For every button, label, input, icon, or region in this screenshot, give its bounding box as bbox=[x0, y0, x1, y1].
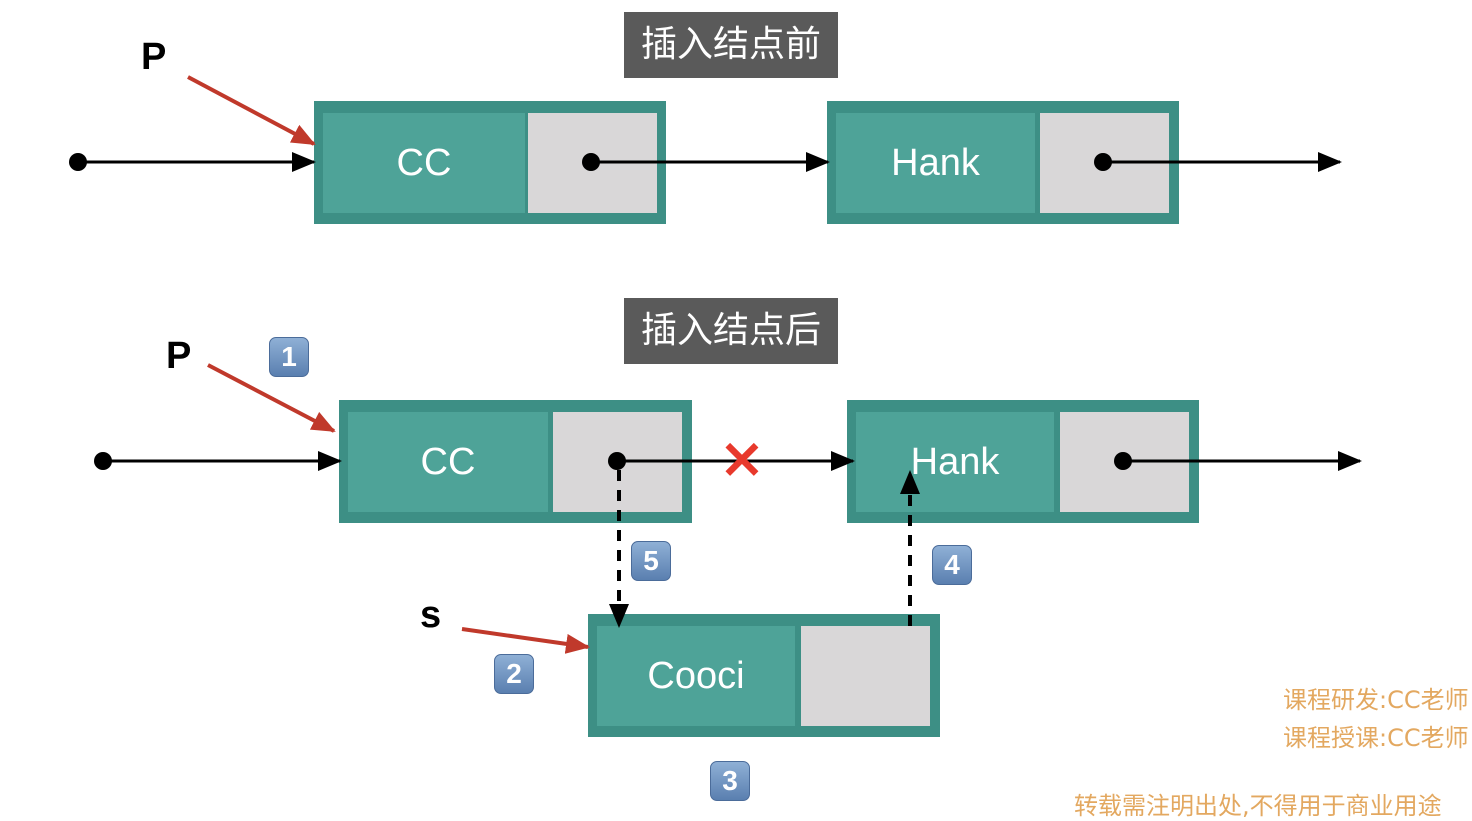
step-badge-1: 1 bbox=[269, 337, 309, 377]
before-head-link bbox=[69, 152, 316, 172]
pointer-label-p-before: P bbox=[141, 36, 167, 78]
after-p-pointer-arrow bbox=[207, 363, 336, 433]
before-node-cc: CC bbox=[314, 101, 666, 224]
footer-credit-teach: 课程授课:CC老师 bbox=[1283, 724, 1469, 752]
before-node-hank-data: Hank bbox=[836, 113, 1035, 213]
new-node-cooci: Cooci bbox=[588, 614, 940, 737]
step-badge-3: 3 bbox=[710, 761, 750, 801]
before-cc-next-link bbox=[582, 152, 830, 172]
after-cc-next-link-cut bbox=[608, 451, 855, 471]
step-badge-5: 5 bbox=[631, 541, 671, 581]
title-before-insert: 插入结点前 bbox=[624, 12, 838, 78]
after-head-link bbox=[94, 451, 342, 471]
s-pointer-arrow bbox=[461, 627, 590, 654]
new-node-cooci-next bbox=[801, 626, 930, 726]
after-hank-next-link bbox=[1114, 451, 1362, 471]
footer-copyright: 转载需注明出处,不得用于商业用途 bbox=[1074, 792, 1442, 820]
after-node-cc-data: CC bbox=[348, 412, 548, 512]
title-after-insert: 插入结点后 bbox=[624, 298, 838, 364]
before-p-pointer-arrow bbox=[187, 75, 316, 146]
footer-credit-dev: 课程研发:CC老师 bbox=[1283, 686, 1469, 714]
before-hank-next-link bbox=[1094, 152, 1342, 172]
step-badge-2: 2 bbox=[494, 654, 534, 694]
cut-link-mark: × bbox=[719, 426, 766, 491]
after-node-hank-data: Hank bbox=[856, 412, 1054, 512]
pointer-label-s: s bbox=[420, 594, 442, 636]
step-badge-4: 4 bbox=[932, 545, 972, 585]
new-node-cooci-data: Cooci bbox=[597, 626, 795, 726]
before-node-cc-data: CC bbox=[323, 113, 525, 213]
pointer-label-p-after: P bbox=[166, 335, 192, 377]
